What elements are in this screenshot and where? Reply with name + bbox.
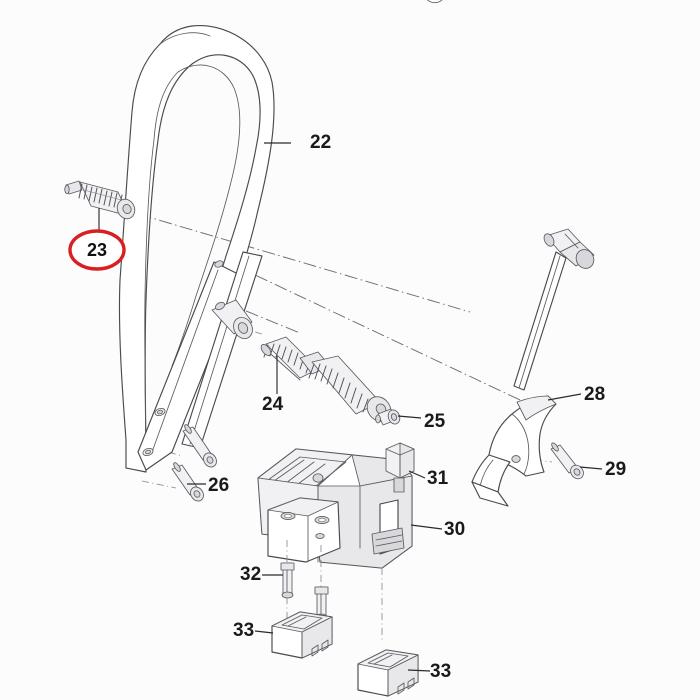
handle-cross-boss: [211, 299, 253, 340]
part-25-flange-bolt: [375, 408, 401, 426]
callout-label-23: 23: [87, 240, 107, 260]
callout-label-25: 25: [424, 411, 446, 432]
part-32-screws: [280, 540, 383, 648]
part-33-right-damper-block: [357, 649, 419, 697]
part-28-guide-bracket: [471, 228, 595, 507]
callout-label-32: 32: [240, 564, 261, 585]
part-30-mount-housing: [257, 448, 413, 569]
part-22-handle-frame: [118, 24, 275, 473]
top-arc-fragment: [427, 0, 443, 4]
callout-label-33-right: 33: [430, 661, 451, 682]
callout-label-22: 22: [310, 132, 331, 153]
part-23-damper-spring: [64, 180, 136, 230]
callout-labels: 22 24 25 26 28 29 30 31 32 33 33: [208, 132, 626, 682]
highlight-ellipse: [68, 229, 126, 271]
callout-label-29: 29: [605, 459, 626, 480]
part-29-flange-bolt: [550, 442, 584, 480]
callout-label-33-left: 33: [233, 620, 254, 641]
part-31-rubber-cap: [385, 442, 415, 493]
highlighted-callout-23: 23: [68, 229, 126, 271]
callout-label-30: 30: [444, 519, 465, 540]
part-26-screws: [171, 424, 217, 502]
callout-label-26: 26: [208, 475, 229, 496]
callout-label-24: 24: [262, 394, 284, 415]
part-33-left-damper-block: [271, 611, 333, 659]
callout-label-28: 28: [584, 384, 605, 405]
part-24-coil-spring-assembly: [260, 336, 392, 422]
callout-label-31: 31: [427, 468, 449, 489]
callout-leader-lines: [187, 142, 603, 672]
